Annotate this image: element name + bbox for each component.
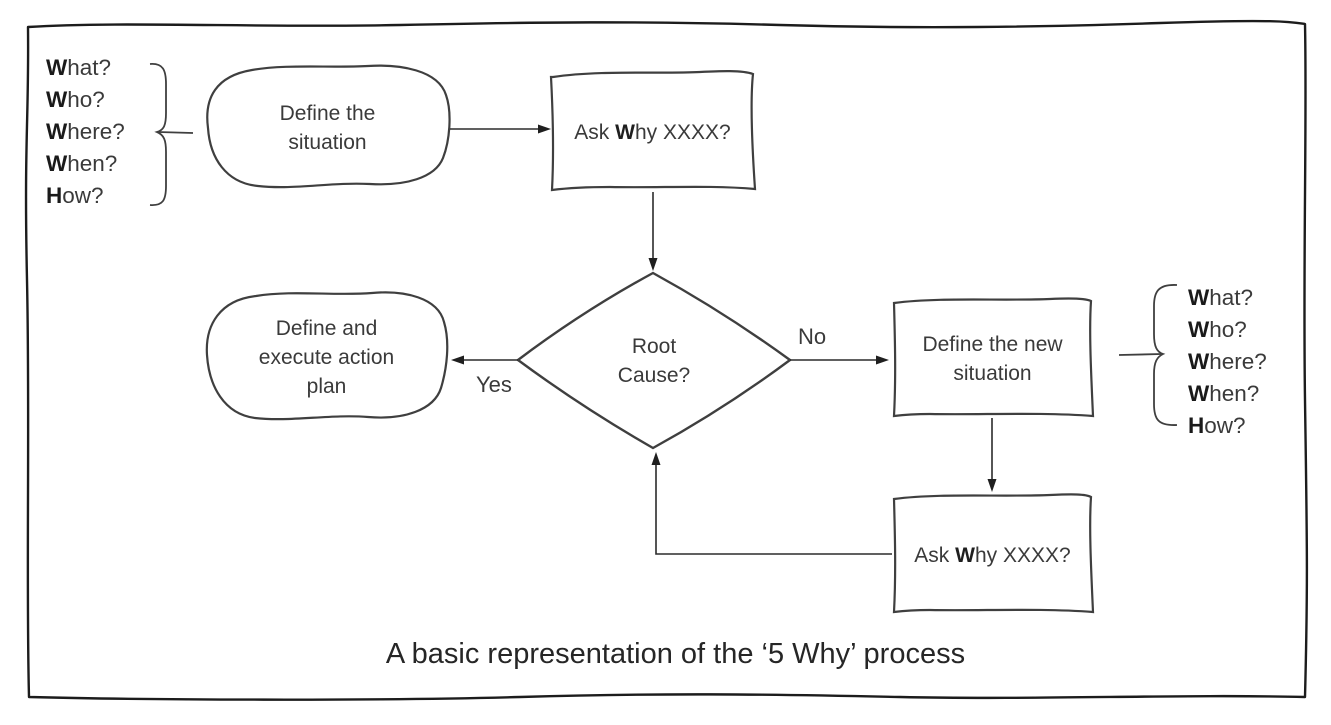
edge-label-no: No: [798, 324, 827, 349]
curly-brace-right-tick: [1118, 353, 1163, 356]
arrowhead-down-icon: [987, 479, 997, 492]
diagram-caption: A basic representation of the ‘5 Why’ pr…: [385, 638, 966, 670]
node-define-execute-plan: Define and execute action plan: [258, 317, 395, 398]
question-where: Where?: [46, 119, 125, 144]
arrowhead-right-icon: [538, 124, 551, 134]
arrowhead-right-icon: [876, 355, 889, 365]
shape-define-new-situation: [892, 297, 1095, 418]
curly-brace-left: [149, 63, 167, 206]
shape-define-situation: [206, 64, 451, 189]
arrowhead-left-icon: [451, 355, 464, 365]
node-ask-why-top: Ask Why XXXX?: [574, 120, 731, 144]
question-when: When?: [46, 151, 118, 176]
node-ask-why-bottom: Ask Why XXXX?: [914, 543, 1071, 567]
question-list-left: What? Who? Where? When? How?: [46, 52, 125, 212]
shape-define-execute-plan: [205, 291, 449, 421]
arrow-feedback-loop: [655, 465, 892, 555]
node-define-situation: Define the situation: [279, 101, 376, 154]
arrowhead-down-icon: [648, 258, 658, 271]
arrowhead-up-icon: [651, 452, 661, 465]
shape-ask-why-bottom: [892, 493, 1095, 614]
edge-label-yes: Yes: [476, 372, 512, 397]
frame-border: [24, 19, 1309, 701]
question-list-right: What? Who? Where? When? How?: [1188, 282, 1267, 442]
curly-brace-right: [1153, 284, 1178, 426]
question-how: How?: [46, 183, 104, 208]
question-where: Where?: [1188, 349, 1267, 374]
node-define-new-situation: Define the new situation: [922, 332, 1063, 385]
shape-ask-why-top: [549, 70, 757, 192]
question-who: Who?: [1188, 317, 1247, 342]
question-how: How?: [1188, 413, 1246, 438]
curly-brace-left-tick: [157, 131, 194, 134]
question-what: What?: [1188, 285, 1254, 310]
shape-root-cause-diamond: [515, 271, 793, 450]
node-root-cause: Root Cause?: [617, 334, 691, 387]
question-who: Who?: [46, 87, 105, 112]
question-when: When?: [1188, 381, 1260, 406]
question-what: What?: [46, 55, 112, 80]
